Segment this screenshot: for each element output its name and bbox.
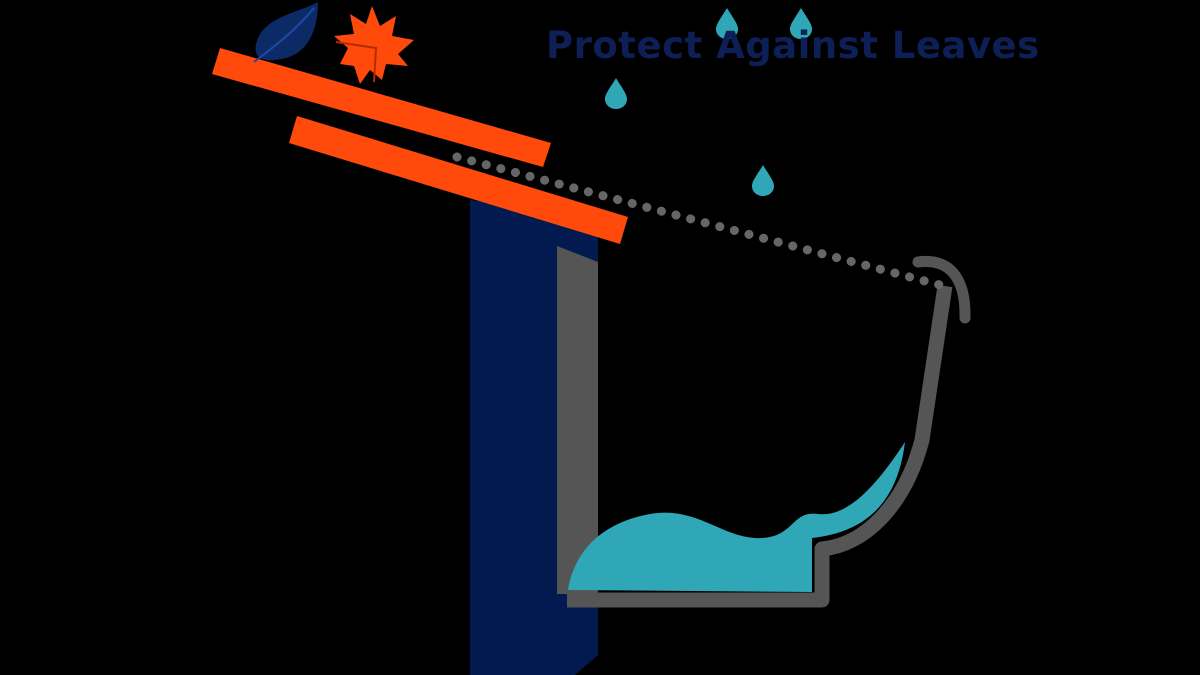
maple-leaf-icon: [334, 6, 414, 84]
diagram-title: Protect Against Leaves: [546, 24, 1040, 67]
shingle-lower: [289, 116, 628, 244]
gutter-lip: [912, 255, 971, 324]
shingle-upper: [212, 48, 551, 167]
leaf-icon: [253, 2, 318, 63]
water-drop-icon: [605, 78, 627, 109]
water-drop-icon: [752, 165, 774, 196]
gutter-back-wall: [557, 246, 598, 594]
gutter-water: [568, 442, 905, 592]
water-drop-icon: [716, 8, 738, 39]
gutter-trough: [567, 284, 953, 608]
roof-shingles: [212, 48, 628, 244]
water-drops: [605, 8, 812, 196]
water-drop-icon: [790, 8, 812, 39]
